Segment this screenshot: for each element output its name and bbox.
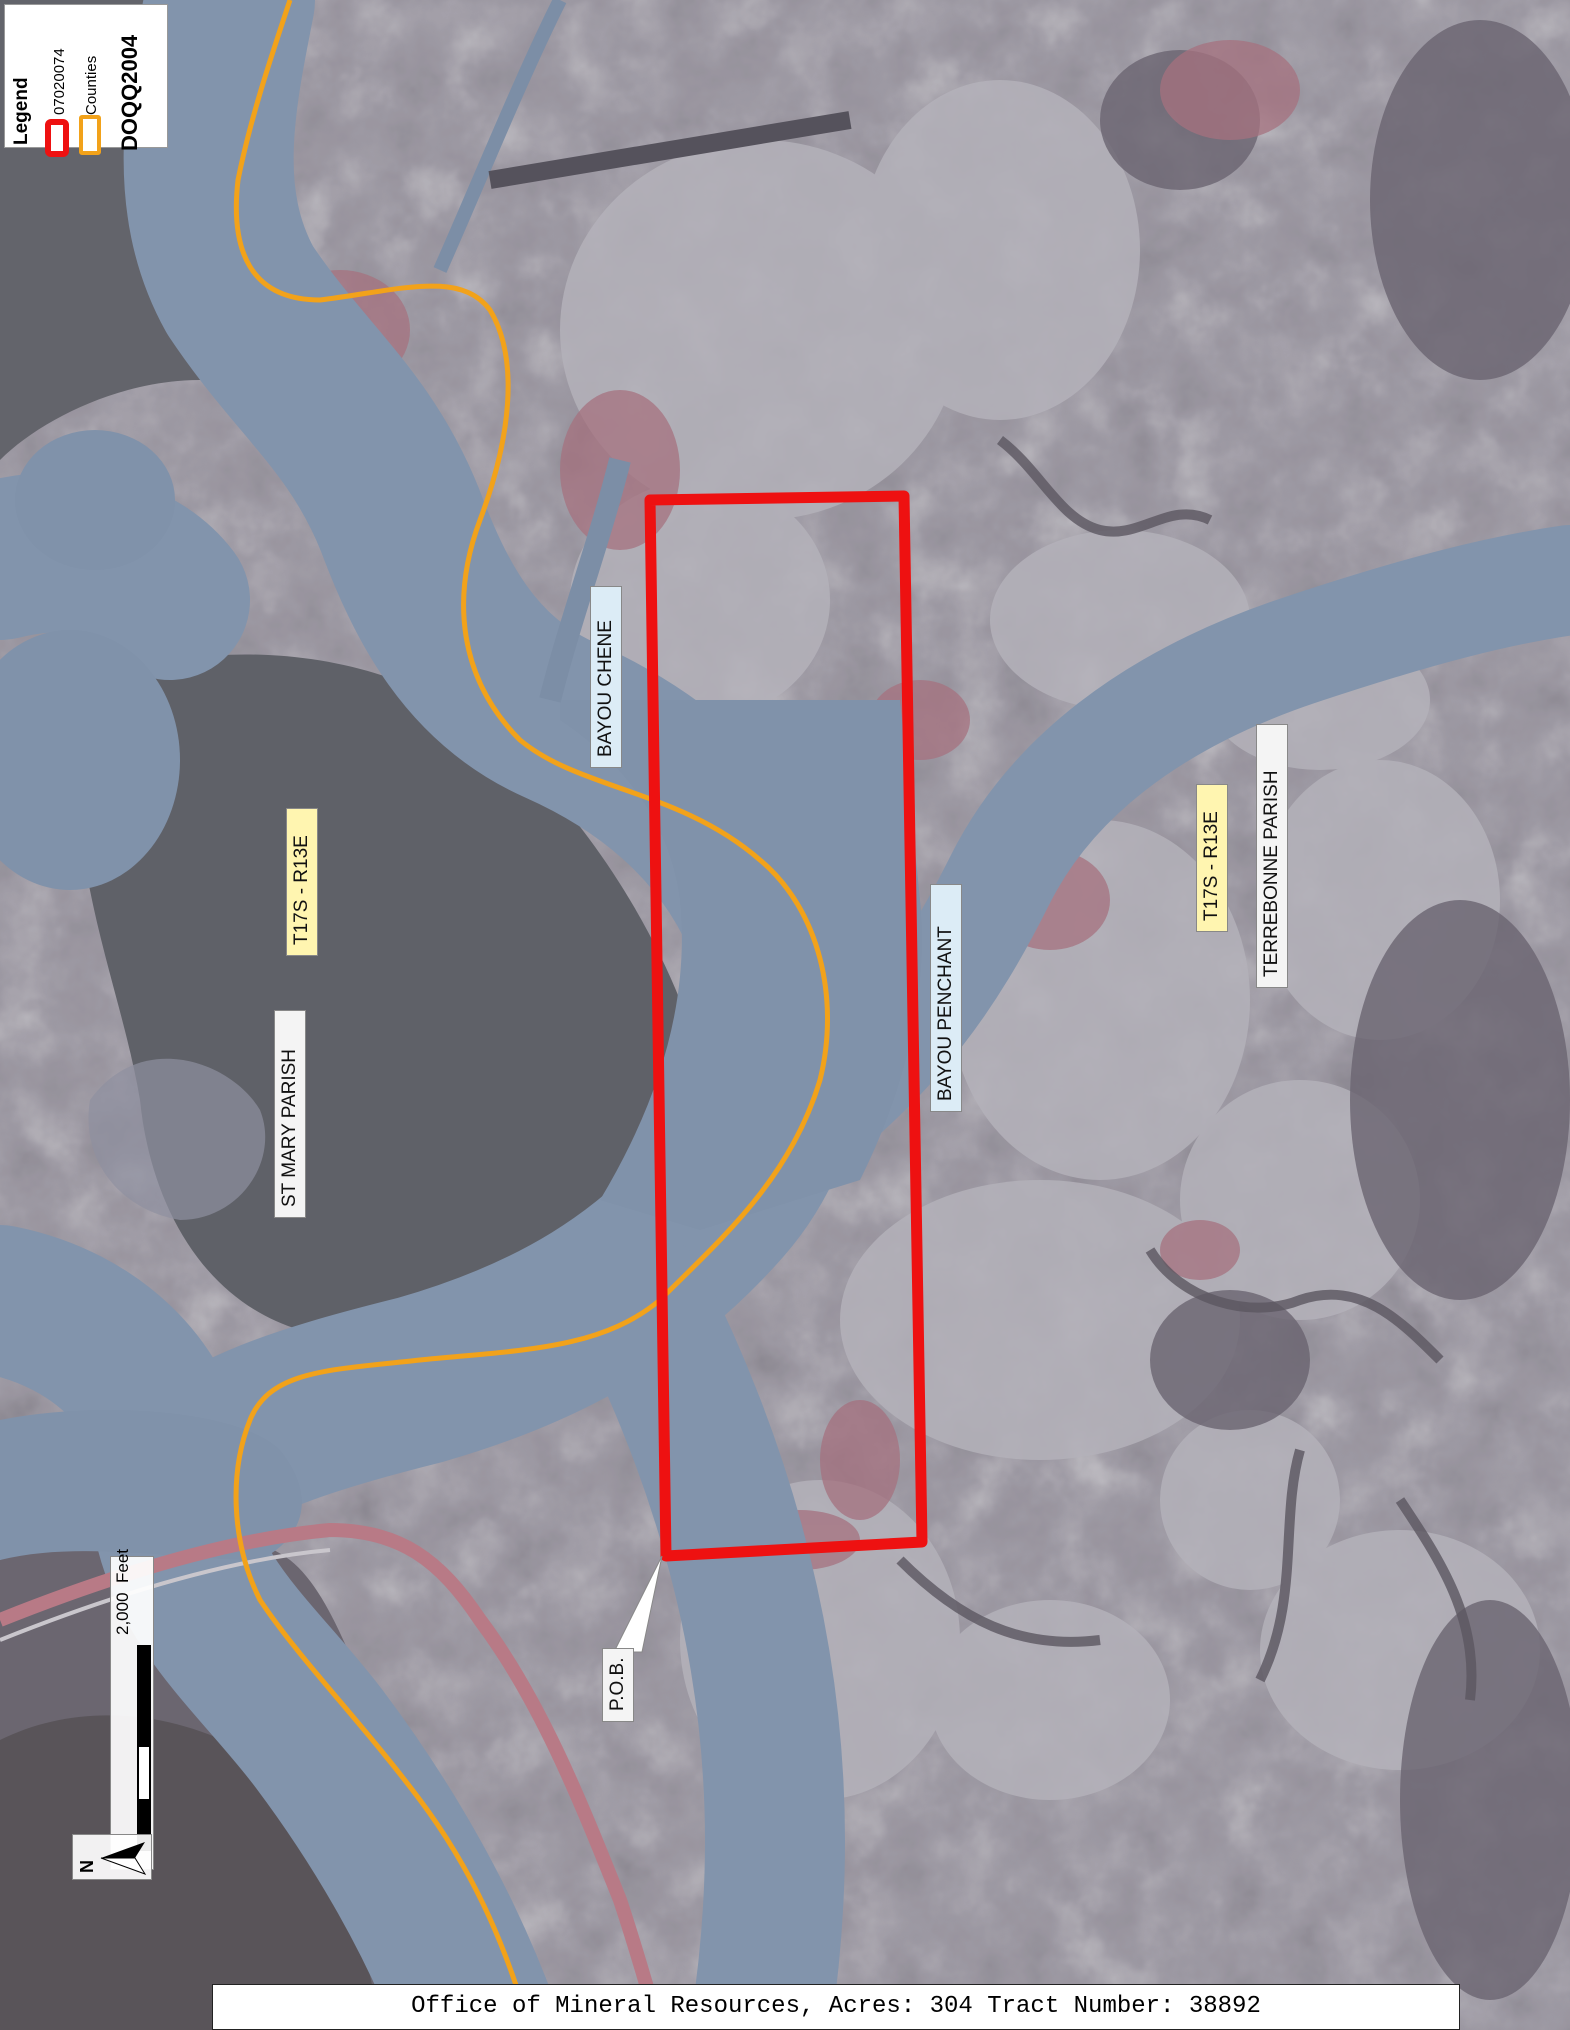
label-bayou-chene: BAYOU CHENE	[590, 586, 622, 768]
legend-county-swatch	[79, 115, 101, 155]
west-island-edge	[88, 1058, 266, 1220]
legend-county-label: Counties	[83, 55, 100, 115]
north-arrow: N	[72, 1834, 152, 1880]
bayou-chene-channel	[539, 457, 631, 703]
label-bayou-penchant: BAYOU PENCHANT	[930, 884, 962, 1112]
levee-roads	[0, 1522, 667, 2030]
north-arrow-icon	[100, 1842, 147, 1875]
label-terrebonne-parish: TERREBONNE PARISH	[1256, 724, 1288, 988]
legend-imagery-label: DOQQ2004	[117, 34, 142, 151]
footer-caption: Office of Mineral Resources, Acres: 304 …	[212, 1984, 1460, 2030]
legend-title: Legend	[11, 77, 32, 145]
scale-max-value: 2,000	[113, 1592, 132, 1635]
label-pob: P.O.B.	[602, 1648, 634, 1722]
scale-max-label: 2,000 Feet	[113, 1549, 133, 1635]
legend-tract-label: 07020074	[51, 48, 68, 115]
tract-boundary	[644, 490, 928, 1562]
scale-bar-segment	[139, 1747, 149, 1799]
northwest-canal	[433, 0, 567, 273]
scale-unit-label: Feet	[113, 1548, 132, 1583]
label-township-west: T17S - R13E	[286, 808, 318, 956]
north-letter: N	[77, 1860, 97, 1873]
marsh-creeks	[896, 436, 1477, 1701]
top-canal	[488, 111, 852, 189]
label-st-mary-parish: ST MARY PARISH	[274, 1010, 306, 1218]
legend-tract-swatch	[45, 119, 69, 157]
dark-vegetation-east	[1100, 20, 1570, 2000]
county-boundary	[233, 0, 830, 2030]
label-township-east: T17S - R13E	[1196, 784, 1228, 932]
water-bodies	[0, 430, 922, 1560]
legend: Legend 07020074 Counties DOQQ2004	[4, 4, 168, 157]
scale-bar: 0 2,000 Feet	[110, 1549, 154, 1870]
